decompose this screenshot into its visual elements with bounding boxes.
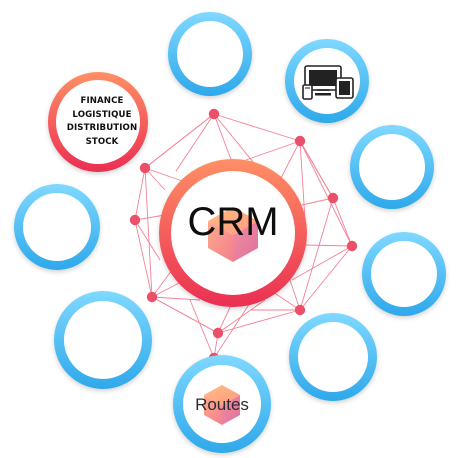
network-node [327,192,339,204]
network-node [294,135,306,147]
network-node [146,291,158,303]
module-circle-finance[interactable] [48,72,148,172]
crm-cube-icon [208,207,258,262]
module-circle-right-upper[interactable] [350,125,434,209]
module-circle-right-lower[interactable] [289,313,377,401]
network-node [212,327,224,339]
network-node [129,214,141,226]
devices-icon [302,65,354,100]
module-circle-left[interactable] [14,184,100,270]
module-circle-right[interactable] [362,232,446,316]
cube-icon [204,385,240,425]
module-circle-left-lower[interactable] [54,291,152,389]
network-node [139,162,151,174]
network-connectors [134,113,353,359]
module-circle-top[interactable] [168,12,252,96]
network-node [208,108,220,120]
network-node [346,240,358,252]
network-nodes [129,108,358,364]
network-node [294,304,306,316]
